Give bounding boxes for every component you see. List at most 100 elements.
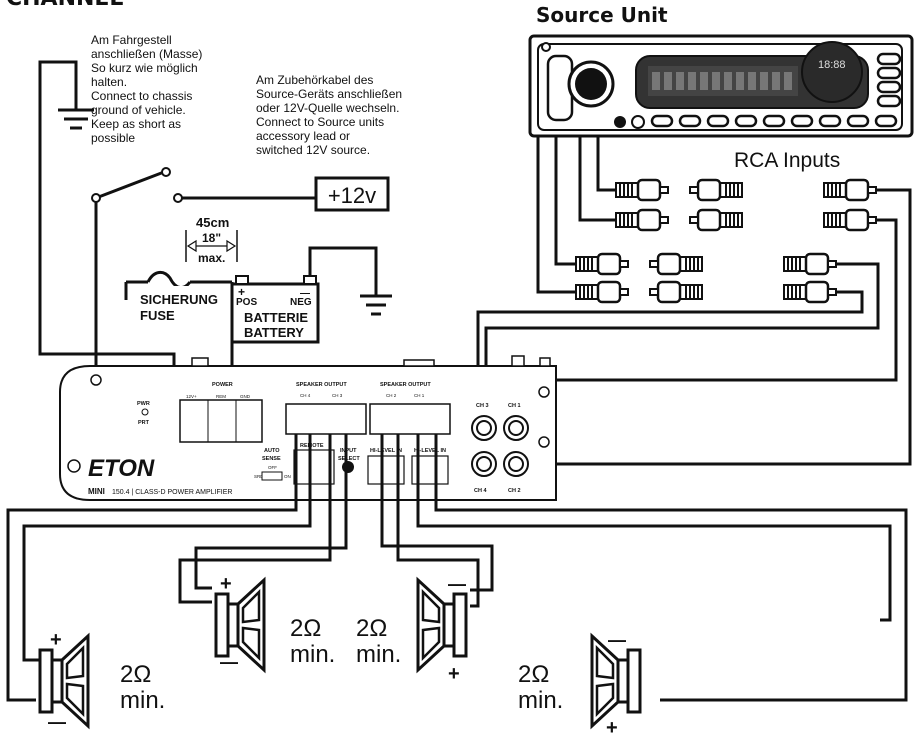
speaker-plus: + (50, 629, 62, 651)
rca-plug-set (574, 178, 878, 304)
distance-max: max. (198, 251, 225, 265)
note-line: accessory lead or (256, 129, 350, 143)
note-line: Am Zubehörkabel des (256, 73, 373, 87)
speaker-min: min. (356, 641, 401, 668)
note-line: Keep as short as (91, 117, 181, 131)
speaker-impedance: 2Ω (290, 615, 321, 642)
speaker-minus: — (448, 574, 466, 594)
pwr-led-label: PWR (137, 401, 150, 407)
speaker-plus: + (220, 573, 232, 595)
speaker-terminal-block-1 (285, 403, 367, 435)
rca-input-jacks (471, 415, 529, 477)
hi-level-in-label-2: HI-LEVEL IN (414, 448, 446, 454)
speaker-min: min. (518, 687, 563, 714)
input-select-knob (342, 461, 354, 473)
input-select-label-2: SELECT (338, 456, 360, 462)
speaker-impedance: 2Ω (518, 661, 549, 688)
off-label: OFF (268, 465, 277, 470)
prt-led-label: PRT (138, 420, 150, 426)
pos-sign: + (238, 285, 245, 299)
model-name: MINI (88, 487, 105, 496)
v12-label: +12v (328, 183, 376, 208)
power-terminal-block (179, 399, 263, 443)
speaker-min: min. (290, 641, 335, 668)
note-line: ground of vehicle. (91, 103, 186, 117)
accessory-note: Am Zubehörkabel des Source-Geräts anschl… (256, 73, 402, 157)
rca-inputs-label: RCA Inputs (734, 149, 840, 172)
model-description: 150.4 | CLASS-D POWER AMPLIFIER (112, 489, 232, 496)
ch4-label: CH 4 (300, 393, 311, 398)
input-select-label-1: INPUT (340, 448, 357, 454)
eton-logo: ETON (88, 455, 155, 482)
term-12v: 12V+ (186, 394, 197, 399)
rca-ch2-label: CH 2 (508, 488, 521, 494)
rca-cables (476, 136, 912, 466)
neg-label: NEG (290, 297, 312, 308)
speaker-1: + — 2Ω min. (38, 629, 165, 732)
speaker-minus: — (220, 652, 238, 672)
note-line: Connect to Source units (256, 115, 384, 129)
v12-box: +12v (314, 176, 390, 212)
speaker-4: — + 2Ω min. (518, 630, 642, 738)
speaker-output-label-1: SPEAKER OUTPUT (296, 382, 347, 388)
speaker-minus: — (48, 712, 66, 732)
speaker-2: + — 2Ω min. (214, 573, 335, 672)
neg-sign: — (300, 288, 310, 299)
note-line: Source-Geräts anschließen (256, 87, 402, 101)
battery-label-en: BATTERY (244, 325, 304, 340)
rca-ch3-label: CH 3 (476, 403, 489, 409)
note-line: halten. (91, 75, 127, 89)
auto-sense-label-2: SENSE (262, 456, 281, 462)
note-line: Am Fahrgestell (91, 33, 172, 47)
auto-sense-label-1: AUTO (264, 448, 280, 454)
term-rem: REM (216, 394, 226, 399)
distance-cm: 45cm (196, 215, 229, 230)
preset-buttons (650, 52, 902, 128)
battery: + POS — NEG BATTERIE BATTERY (230, 275, 320, 344)
on-label: ON (284, 474, 291, 479)
term-gnd: GND (240, 394, 251, 399)
fuse-box: SICHERUNG FUSE (128, 286, 224, 324)
note-line: Connect to chassis (91, 89, 192, 103)
srd-label: SRD (254, 474, 264, 479)
ch3-label: CH 3 (332, 393, 343, 398)
note-line: switched 12V source. (256, 143, 370, 157)
speaker-minus: — (608, 630, 626, 650)
switch-contact (161, 167, 171, 177)
speaker-impedance: 2Ω (356, 615, 387, 642)
head-unit: 18:88 (528, 34, 914, 138)
note-line: anschließen (Masse) (91, 47, 202, 61)
channel-title: CHANNEL (6, 0, 123, 11)
fuse-label-en: FUSE (140, 308, 175, 323)
amplifier: PWR PRT POWER 12V+ REM GND SPEAKER OUTPU… (59, 355, 557, 501)
ground-wiring (38, 60, 176, 392)
chassis-ground-note: Am Fahrgestell anschließen (Masse) So ku… (91, 33, 202, 145)
switch-pivot (91, 193, 101, 203)
switch-terminal (173, 193, 183, 203)
speaker-plus: + (448, 663, 460, 685)
speaker-output-label-2: SPEAKER OUTPUT (380, 382, 431, 388)
auto-sense-switch (261, 471, 283, 481)
ch2-label: CH 2 (386, 393, 397, 398)
source-unit-title: Source Unit (536, 3, 668, 27)
speaker-min: min. (120, 687, 165, 714)
remote-label: REMOTE (300, 443, 324, 449)
speaker-plus: + (606, 717, 618, 738)
speaker-wiring (6, 434, 908, 702)
pos-label: POS (236, 297, 257, 308)
note-line: possible (91, 131, 135, 145)
note-line: oder 12V-Quelle wechseln. (256, 101, 399, 115)
hi-level-in-label-1: HI-LEVEL IN (370, 448, 402, 454)
power-label: POWER (212, 382, 233, 388)
speaker-impedance: 2Ω (120, 661, 151, 688)
fuse-label-de: SICHERUNG (140, 292, 218, 307)
distance-in: 18" (202, 231, 221, 245)
speaker-terminal-block-2 (369, 403, 451, 435)
rca-ch1-label: CH 1 (508, 403, 521, 409)
speaker-3: — + 2Ω min. (356, 574, 468, 685)
ch1-label: CH 1 (414, 393, 425, 398)
rca-ch4-label: CH 4 (474, 488, 487, 494)
note-line: So kurz wie möglich (91, 61, 198, 75)
clock-display: 18:88 (818, 59, 846, 71)
